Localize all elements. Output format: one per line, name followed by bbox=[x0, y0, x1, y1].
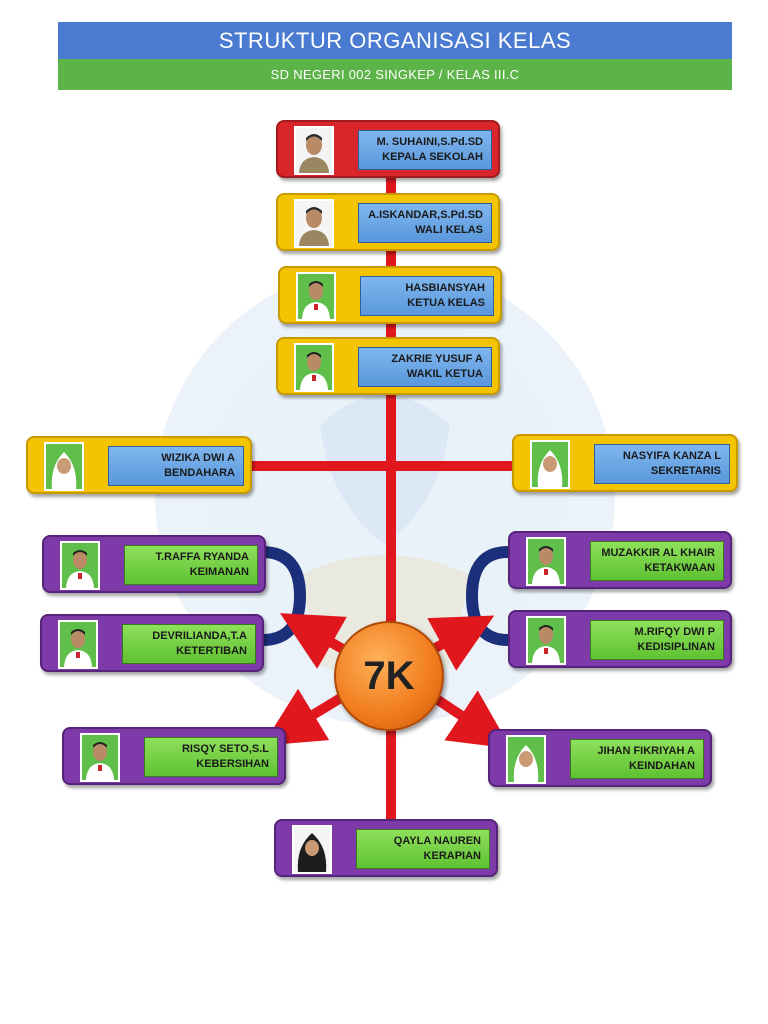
member-name: MUZAKKIR AL KHAIR bbox=[601, 547, 715, 559]
center-badge: 7K bbox=[334, 621, 444, 731]
member-label: ZAKRIE YUSUF A WAKIL KETUA bbox=[358, 347, 492, 387]
center-badge-label: 7K bbox=[363, 653, 415, 698]
member-photo bbox=[530, 440, 570, 489]
member-role: KEBERSIHAN bbox=[196, 758, 269, 770]
page-subtitle: SD NEGERI 002 SINGKEP / KELAS III.C bbox=[58, 59, 732, 90]
member-role: KEDISIPLINAN bbox=[637, 641, 715, 653]
member-name: T.RAFFA RYANDA bbox=[155, 551, 249, 563]
member-card: NASYIFA KANZA L SEKRETARIS bbox=[512, 434, 738, 492]
member-name: DEVRILIANDA,T.A bbox=[152, 630, 247, 642]
member-label: T.RAFFA RYANDA KEIMANAN bbox=[124, 545, 258, 585]
member-photo bbox=[60, 541, 100, 590]
member-label: M.RIFQY DWI P KEDISIPLINAN bbox=[590, 620, 724, 660]
member-label: DEVRILIANDA,T.A KETERTIBAN bbox=[122, 624, 256, 664]
member-photo bbox=[526, 616, 566, 665]
member-label: HASBIANSYAH KETUA KELAS bbox=[360, 276, 494, 316]
member-photo bbox=[80, 733, 120, 782]
member-label: RISQY SETO,S.L KEBERSIHAN bbox=[144, 737, 278, 777]
member-card: A.ISKANDAR,S.Pd.SD WALI KELAS bbox=[276, 193, 500, 251]
page-title: STRUKTUR ORGANISASI KELAS bbox=[58, 22, 732, 59]
member-card: WIZIKA DWI A BENDAHARA bbox=[26, 436, 252, 494]
member-role: KETERTIBAN bbox=[176, 645, 247, 657]
member-name: WIZIKA DWI A bbox=[161, 452, 235, 464]
member-role: KEINDAHAN bbox=[629, 760, 695, 772]
member-role: WAKIL KETUA bbox=[406, 368, 483, 380]
member-card: DEVRILIANDA,T.A KETERTIBAN bbox=[40, 614, 264, 672]
member-role: KERAPIAN bbox=[423, 850, 481, 862]
member-name: RISQY SETO,S.L bbox=[181, 743, 269, 755]
member-photo bbox=[294, 126, 334, 175]
member-photo bbox=[58, 620, 98, 669]
member-name: HASBIANSYAH bbox=[405, 282, 485, 294]
member-card: M.RIFQY DWI P KEDISIPLINAN bbox=[508, 610, 732, 668]
member-name: M.RIFQY DWI P bbox=[634, 626, 715, 638]
member-name: A.ISKANDAR,S.Pd.SD bbox=[368, 209, 483, 221]
member-label: JIHAN FIKRIYAH A KEINDAHAN bbox=[570, 739, 704, 779]
member-card: ZAKRIE YUSUF A WAKIL KETUA bbox=[276, 337, 500, 395]
member-photo bbox=[294, 343, 334, 392]
member-name: JIHAN FIKRIYAH A bbox=[597, 745, 695, 757]
member-role: KETAKWAAN bbox=[644, 562, 715, 574]
member-label: A.ISKANDAR,S.Pd.SD WALI KELAS bbox=[358, 203, 492, 243]
member-photo bbox=[296, 272, 336, 321]
member-name: NASYIFA KANZA L bbox=[622, 450, 721, 462]
member-name: QAYLA NAUREN bbox=[393, 835, 481, 847]
member-role: KEPALA SEKOLAH bbox=[382, 151, 483, 163]
member-photo bbox=[292, 825, 332, 874]
member-role: KETUA KELAS bbox=[407, 297, 485, 309]
member-card: T.RAFFA RYANDA KEIMANAN bbox=[42, 535, 266, 593]
member-card: JIHAN FIKRIYAH A KEINDAHAN bbox=[488, 729, 712, 787]
member-card: QAYLA NAUREN KERAPIAN bbox=[274, 819, 498, 877]
member-name: ZAKRIE YUSUF A bbox=[391, 353, 483, 365]
member-card: RISQY SETO,S.L KEBERSIHAN bbox=[62, 727, 286, 785]
member-role: BENDAHARA bbox=[164, 467, 235, 479]
member-label: M. SUHAINI,S.Pd.SD KEPALA SEKOLAH bbox=[358, 130, 492, 170]
member-name: M. SUHAINI,S.Pd.SD bbox=[376, 136, 483, 148]
member-card: M. SUHAINI,S.Pd.SD KEPALA SEKOLAH bbox=[276, 120, 500, 178]
member-photo bbox=[506, 735, 546, 784]
member-card: HASBIANSYAH KETUA KELAS bbox=[278, 266, 502, 324]
member-label: QAYLA NAUREN KERAPIAN bbox=[356, 829, 490, 869]
member-photo bbox=[44, 442, 84, 491]
member-role: WALI KELAS bbox=[415, 224, 483, 236]
member-photo bbox=[294, 199, 334, 248]
member-card: MUZAKKIR AL KHAIR KETAKWAAN bbox=[508, 531, 732, 589]
member-label: WIZIKA DWI A BENDAHARA bbox=[108, 446, 244, 486]
member-photo bbox=[526, 537, 566, 586]
member-label: NASYIFA KANZA L SEKRETARIS bbox=[594, 444, 730, 484]
member-role: SEKRETARIS bbox=[650, 465, 721, 477]
member-role: KEIMANAN bbox=[189, 566, 249, 578]
member-label: MUZAKKIR AL KHAIR KETAKWAAN bbox=[590, 541, 724, 581]
